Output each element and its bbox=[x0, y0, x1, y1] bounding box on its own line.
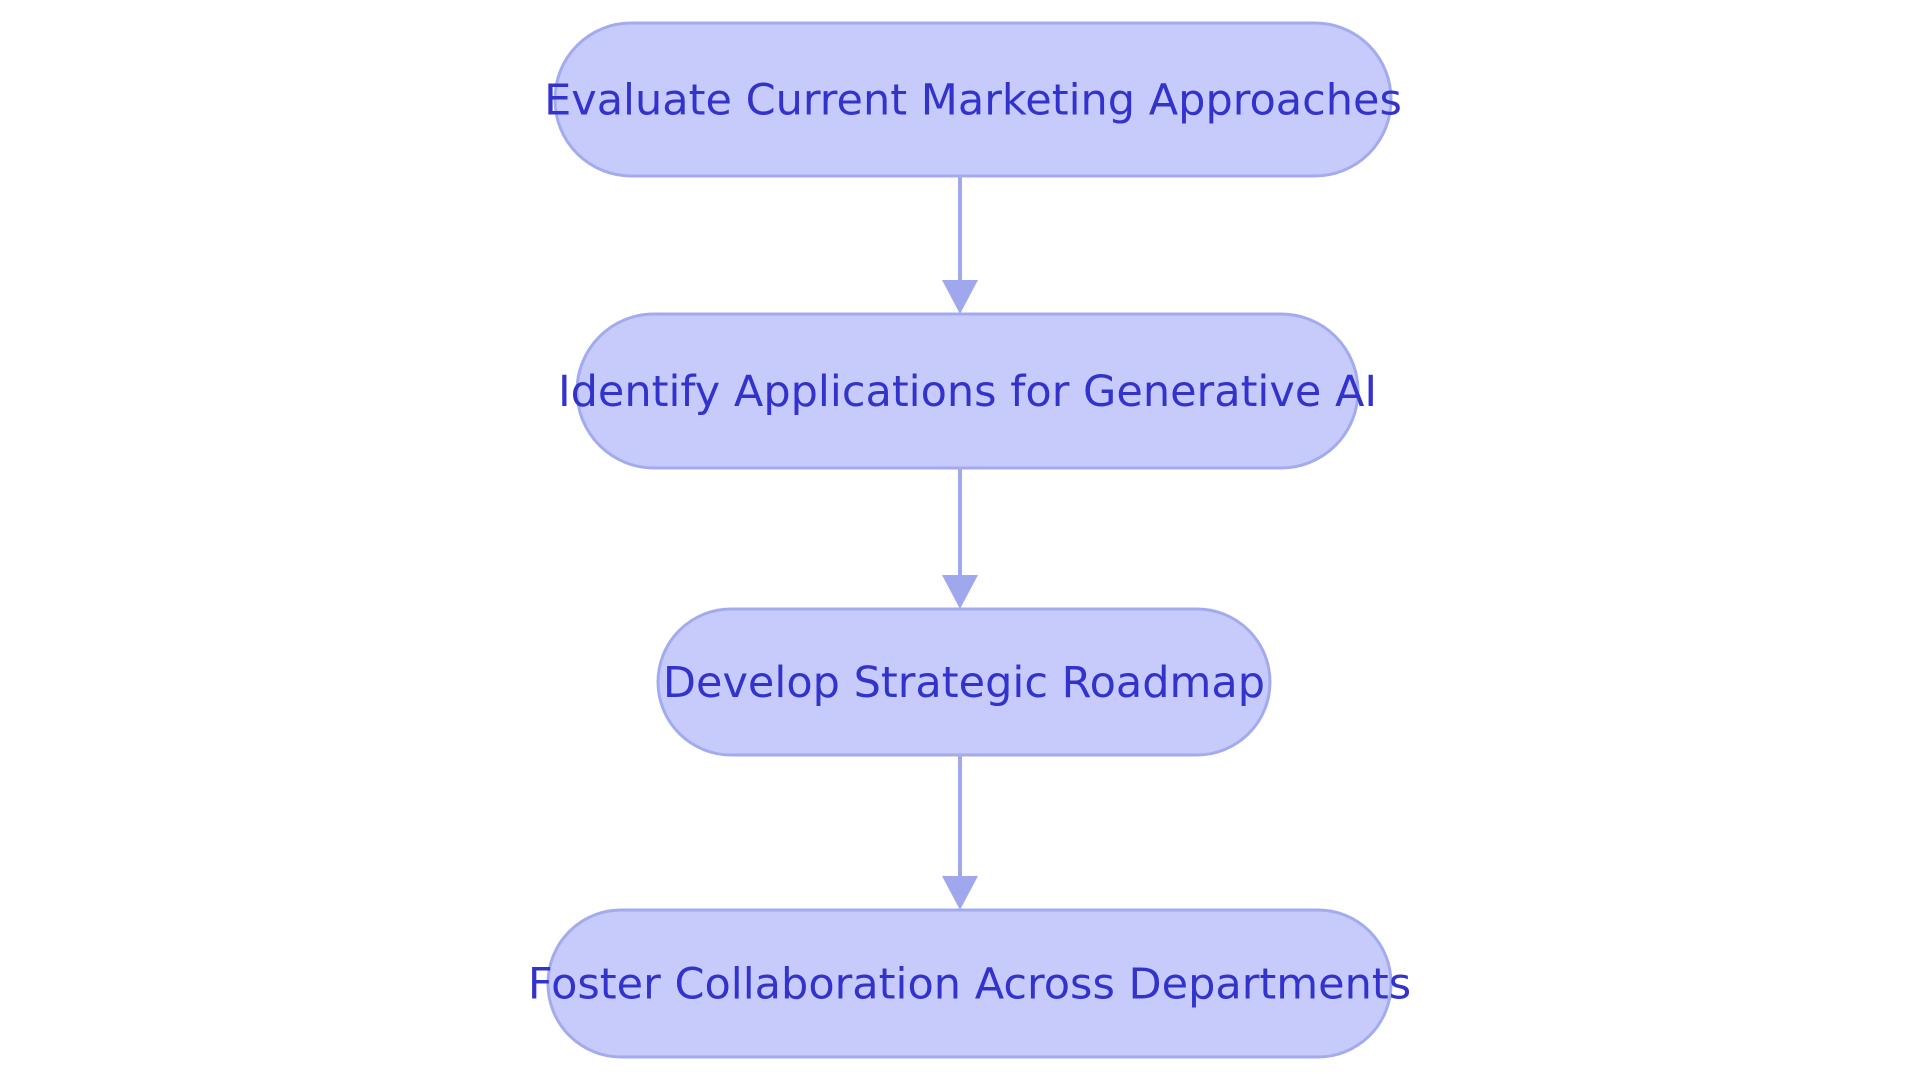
flow-node-identify-applications-for-generative-ai[interactable]: Identify Applications for Generative AI bbox=[558, 312, 1377, 470]
arrowhead-icon bbox=[942, 280, 978, 314]
node-shape[interactable] bbox=[553, 21, 1393, 178]
node-label: Develop Strategic Roadmap bbox=[663, 658, 1265, 708]
arrowhead-icon bbox=[942, 575, 978, 609]
flow-node-evaluate-current-marketing-approaches[interactable]: Evaluate Current Marketing Approaches bbox=[544, 21, 1402, 178]
edge-node2-to-node3 bbox=[942, 468, 978, 609]
node-label: Identify Applications for Generative AI bbox=[558, 367, 1377, 417]
edges-layer bbox=[942, 176, 978, 910]
node-shape[interactable] bbox=[575, 312, 1360, 470]
node-shape[interactable] bbox=[546, 908, 1393, 1059]
node-shape[interactable] bbox=[656, 607, 1272, 757]
nodes-layer: Evaluate Current Marketing Approaches Id… bbox=[528, 21, 1411, 1059]
edge-node1-to-node2 bbox=[942, 176, 978, 314]
flow-node-foster-collaboration-across-departments[interactable]: Foster Collaboration Across Departments bbox=[528, 908, 1411, 1059]
arrowhead-icon bbox=[942, 876, 978, 910]
flow-node-develop-strategic-roadmap[interactable]: Develop Strategic Roadmap bbox=[656, 607, 1272, 757]
edge-node3-to-node4 bbox=[942, 755, 978, 910]
node-label: Evaluate Current Marketing Approaches bbox=[544, 76, 1402, 126]
node-label: Foster Collaboration Across Departments bbox=[528, 960, 1411, 1010]
